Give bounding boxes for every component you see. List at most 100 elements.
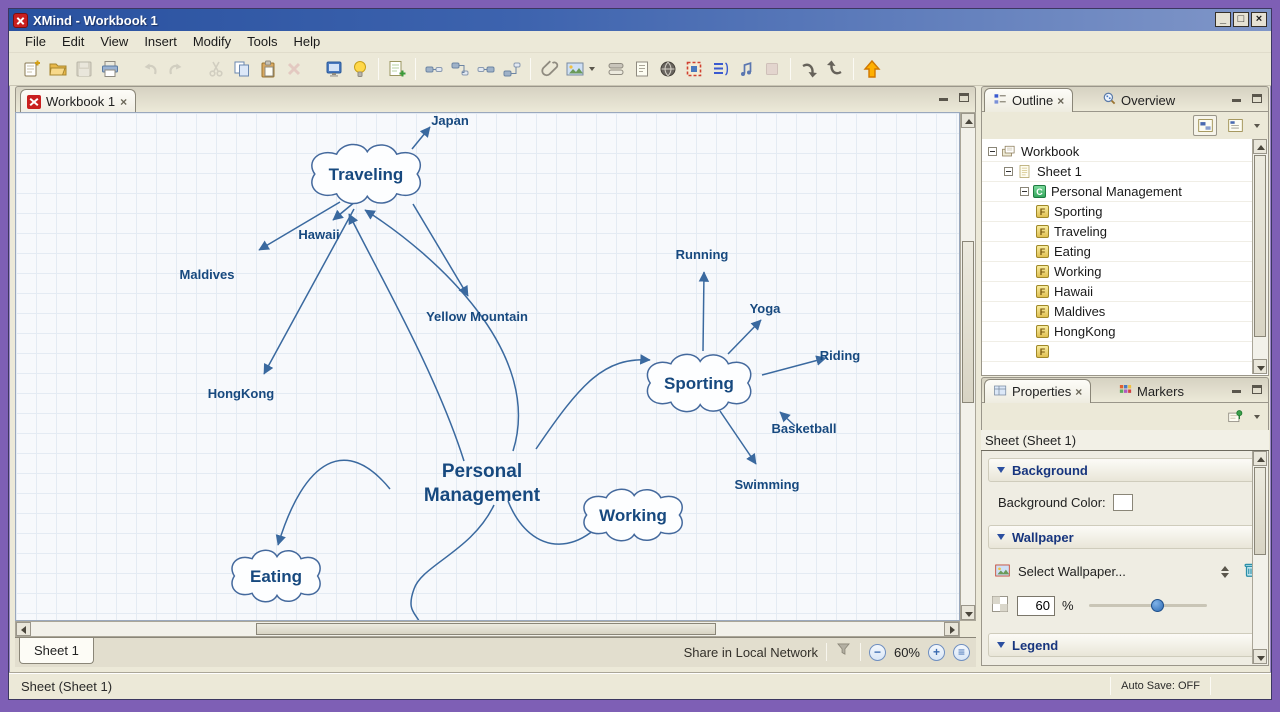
topic-yoga[interactable]: Yoga — [750, 301, 782, 316]
tree-item-workbook[interactable]: Workbook — [982, 142, 1268, 162]
menu-help[interactable]: Help — [293, 34, 321, 49]
view-menu-icon[interactable] — [1254, 123, 1260, 128]
tab-overview[interactable]: Overview — [1094, 88, 1183, 112]
menu-file[interactable]: File — [25, 34, 46, 49]
properties-scrollbar[interactable] — [1252, 451, 1268, 664]
opacity-checker-icon[interactable] — [990, 594, 1010, 617]
view-menu-icon[interactable] — [1254, 414, 1260, 419]
map-view-button[interactable] — [1193, 115, 1217, 136]
tab-outline[interactable]: Outline × — [984, 88, 1074, 112]
insert-topic-before-icon[interactable] — [473, 56, 499, 82]
tree-item-partial[interactable]: F — [982, 342, 1268, 362]
opacity-slider[interactable] — [1088, 599, 1207, 612]
insert-subtopic-icon[interactable] — [447, 56, 473, 82]
topic-hawaii[interactable]: Hawaii — [298, 227, 339, 242]
new-workbook-icon[interactable] — [19, 56, 45, 82]
topic-maldives[interactable]: Maldives — [180, 267, 235, 282]
print-icon[interactable] — [97, 56, 123, 82]
menu-edit[interactable]: Edit — [61, 34, 85, 49]
export-icon[interactable] — [796, 56, 822, 82]
close-button[interactable]: × — [1251, 12, 1267, 27]
opacity-input[interactable] — [1017, 595, 1055, 616]
minimize-button[interactable]: _ — [1215, 12, 1231, 27]
topic-riding[interactable]: Riding — [820, 348, 860, 363]
vertical-scrollbar[interactable] — [960, 112, 976, 621]
maximize-view-icon[interactable] — [1252, 94, 1262, 103]
sheet-tab[interactable]: Sheet 1 — [19, 638, 94, 664]
topic-working[interactable]: Working — [583, 488, 683, 542]
chevron-down-icon[interactable] — [589, 67, 595, 71]
menu-tools[interactable]: Tools — [247, 34, 278, 49]
topic-sporting[interactable]: Sporting — [646, 353, 752, 413]
minimize-view-icon[interactable] — [1232, 94, 1242, 103]
properties-scroll-thumb[interactable] — [1254, 467, 1266, 555]
select-wallpaper-button[interactable]: Select Wallpaper... — [1018, 564, 1126, 579]
background-color-swatch[interactable] — [1112, 494, 1133, 511]
open-icon[interactable] — [45, 56, 71, 82]
legend-icon[interactable] — [707, 56, 733, 82]
paste-icon[interactable] — [255, 56, 281, 82]
topic-basketball[interactable]: Basketball — [771, 421, 836, 436]
menu-modify[interactable]: Modify — [192, 34, 232, 49]
menu-insert[interactable]: Insert — [144, 34, 177, 49]
insert-topic-icon[interactable] — [421, 56, 447, 82]
section-wallpaper[interactable]: Wallpaper — [988, 525, 1260, 549]
close-icon[interactable]: × — [1075, 384, 1083, 399]
topic-running[interactable]: Running — [676, 247, 729, 262]
tab-markers[interactable]: Markers — [1110, 379, 1192, 403]
maximize-view-icon[interactable] — [1252, 385, 1262, 394]
attachment-icon[interactable] — [536, 56, 562, 82]
zoom-out-button[interactable]: − — [868, 643, 886, 661]
minimize-view-icon[interactable] — [1232, 385, 1242, 394]
notes-icon[interactable] — [629, 56, 655, 82]
presentation-icon[interactable] — [321, 56, 347, 82]
import-icon[interactable] — [822, 56, 848, 82]
upgrade-icon[interactable] — [859, 56, 885, 82]
topic-swimming[interactable]: Swimming — [734, 477, 799, 492]
topic-japan[interactable]: Japan — [431, 113, 469, 128]
hyperlink-icon[interactable] — [655, 56, 681, 82]
minimize-view-icon[interactable] — [939, 93, 949, 102]
copy-icon[interactable] — [229, 56, 255, 82]
expander-icon[interactable] — [988, 147, 997, 156]
tree-scrollbar[interactable] — [1252, 139, 1268, 374]
hscroll-thumb[interactable] — [256, 623, 716, 635]
topic-hongkong[interactable]: HongKong — [208, 386, 274, 401]
audio-notes-icon[interactable] — [733, 56, 759, 82]
maximize-view-icon[interactable] — [959, 93, 969, 102]
maximize-button[interactable]: □ — [1233, 12, 1249, 27]
boundary-icon[interactable] — [603, 56, 629, 82]
pin-icon[interactable] — [1223, 406, 1247, 427]
zoom-menu-button[interactable]: ≡ — [953, 643, 970, 661]
lightbulb-icon[interactable] — [347, 56, 373, 82]
image-icon[interactable] — [562, 56, 588, 82]
tree-scroll-thumb[interactable] — [1254, 155, 1266, 337]
tree-item-sheet-1[interactable]: Sheet 1 — [982, 162, 1268, 182]
tab-properties[interactable]: Properties × — [984, 379, 1092, 403]
share-local-network-link[interactable]: Share in Local Network — [683, 644, 818, 660]
close-icon[interactable]: × — [120, 94, 128, 109]
new-sheet-icon[interactable] — [384, 56, 410, 82]
marker-icon[interactable] — [681, 56, 707, 82]
topic-yellow-mountain[interactable]: Yellow Mountain — [426, 309, 528, 324]
workbook-tab[interactable]: Workbook 1 × — [20, 89, 137, 113]
expander-icon[interactable] — [1004, 167, 1013, 176]
insert-parent-topic-icon[interactable] — [499, 56, 525, 82]
expander-icon[interactable] — [1020, 187, 1029, 196]
vscroll-thumb[interactable] — [962, 241, 974, 403]
opacity-slider-thumb[interactable] — [1151, 599, 1164, 612]
zoom-in-button[interactable]: + — [928, 643, 945, 661]
close-icon[interactable]: × — [1057, 93, 1065, 108]
topic-traveling[interactable]: Traveling — [311, 143, 422, 205]
menu-view[interactable]: View — [100, 34, 129, 49]
